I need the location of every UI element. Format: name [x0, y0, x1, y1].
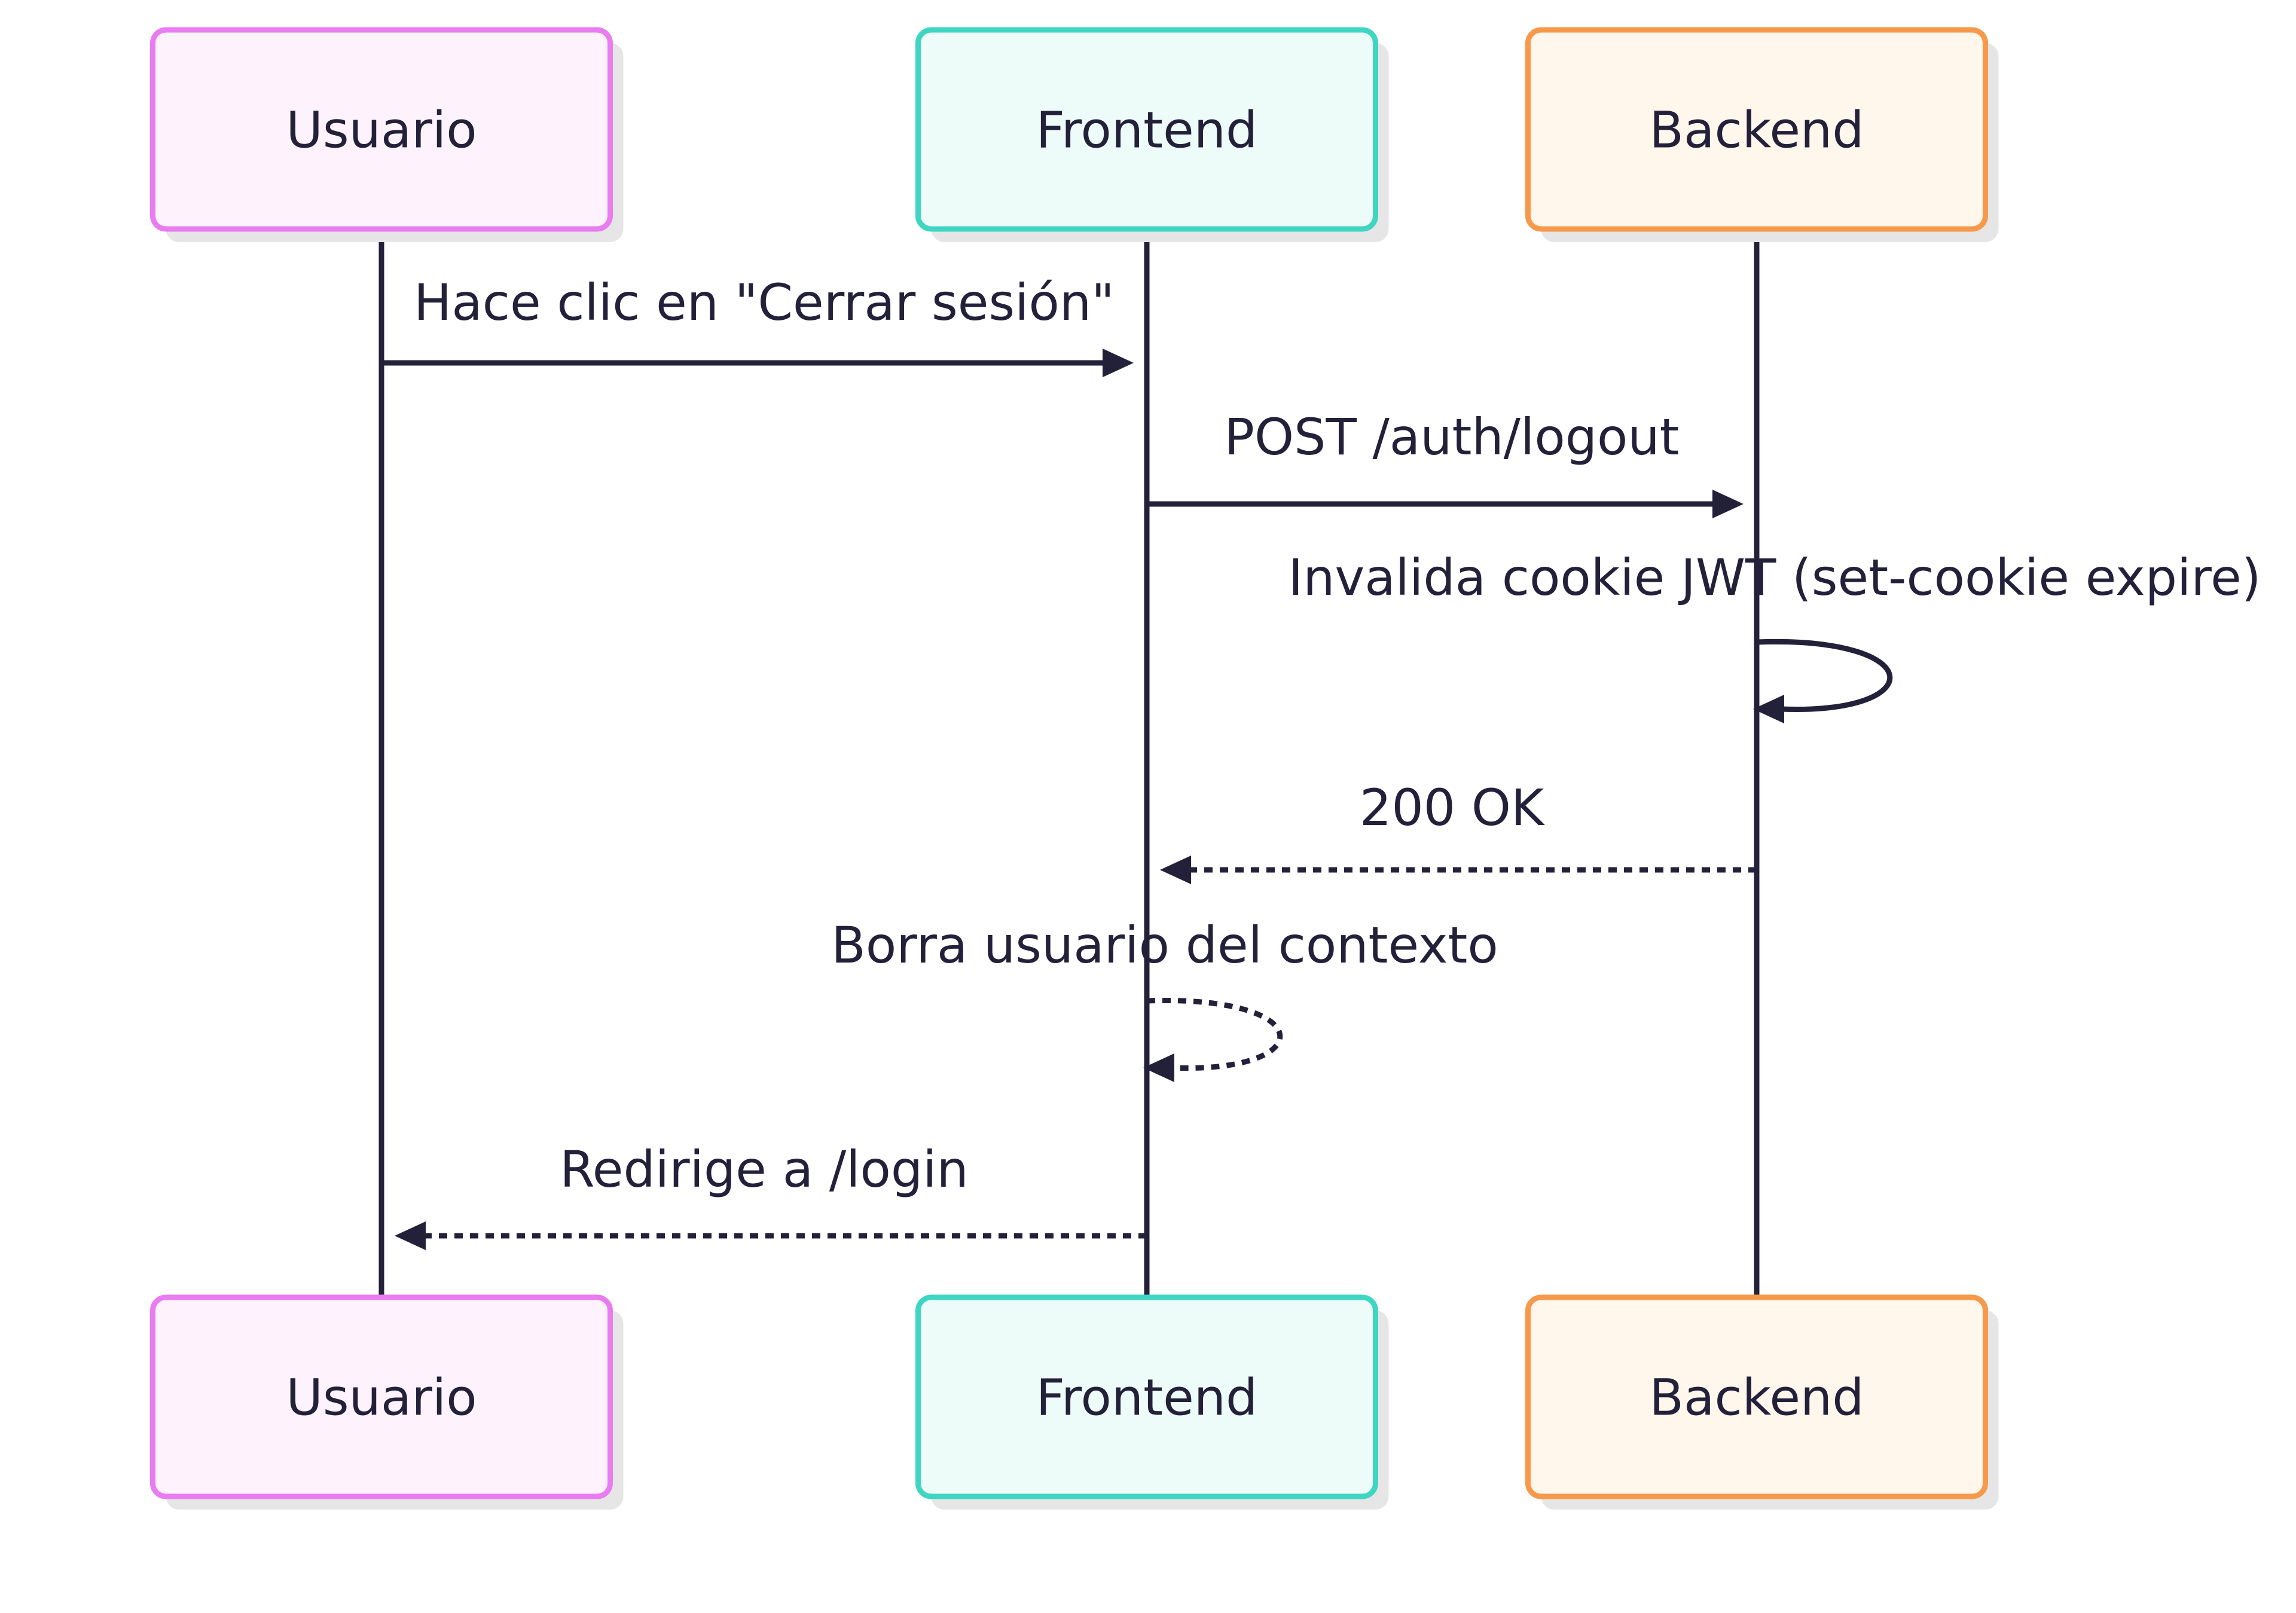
arrowhead — [1753, 695, 1784, 723]
actor-backend-bottom: Backend — [1525, 1294, 1999, 1510]
message-label: POST /auth/logout — [1224, 408, 1679, 466]
message-label: 200 OK — [1360, 778, 1545, 837]
actors-bottom: Usuario Frontend Backend — [150, 1294, 1999, 1510]
actor-usuario-bottom: Usuario — [150, 1294, 624, 1510]
actors-top: Usuario Frontend Backend — [150, 27, 1999, 242]
arrowhead — [1143, 1053, 1174, 1082]
message-label: Redirige a /login — [560, 1140, 969, 1199]
arrowhead — [395, 1221, 426, 1250]
actor-label: Usuario — [286, 1368, 477, 1427]
message-5: Borra usuario del contexto — [831, 916, 1498, 1082]
actor-label: Frontend — [1036, 101, 1258, 160]
actor-backend-top: Backend — [1525, 27, 1999, 242]
self-message-loop — [1756, 639, 1892, 713]
actor-box — [915, 27, 1378, 232]
arrowhead — [1103, 349, 1134, 377]
actor-label: Usuario — [286, 101, 477, 160]
message-label: Hace clic en "Cerrar sesión" — [414, 273, 1115, 332]
actor-box — [150, 27, 613, 232]
arrowhead — [1160, 856, 1191, 884]
actor-box — [1525, 1294, 1988, 1499]
actor-frontend-bottom: Frontend — [915, 1294, 1389, 1510]
message-6: Redirige a /login — [395, 1140, 1147, 1250]
actor-label: Backend — [1649, 1368, 1864, 1427]
actor-usuario-top: Usuario — [150, 27, 624, 242]
messages: Hace clic en "Cerrar sesión" POST /auth/l… — [381, 273, 2261, 1250]
message-3: Invalida cookie JWT (set-cookie expire) — [1288, 548, 2261, 723]
actor-box — [915, 1294, 1378, 1499]
self-message-loop — [1146, 997, 1283, 1071]
message-4: 200 OK — [1160, 778, 1757, 884]
message-label: Borra usuario del contexto — [831, 916, 1498, 974]
actor-box — [150, 1294, 613, 1499]
actor-frontend-top: Frontend — [915, 27, 1389, 242]
message-label: Invalida cookie JWT (set-cookie expire) — [1288, 548, 2261, 607]
lifelines — [378, 229, 1760, 1297]
actor-label: Frontend — [1036, 1368, 1258, 1427]
actor-label: Backend — [1649, 101, 1864, 160]
arrowhead — [1712, 490, 1744, 518]
actor-box — [1525, 27, 1988, 232]
message-1: Hace clic en "Cerrar sesión" — [381, 273, 1134, 377]
message-2: POST /auth/logout — [1147, 408, 1744, 518]
